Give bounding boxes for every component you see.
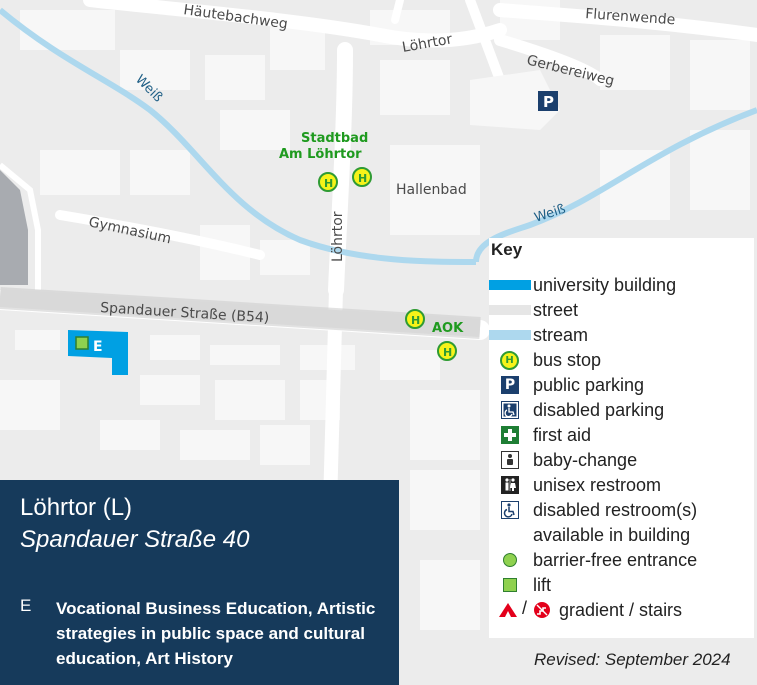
parking-icon: P [538, 91, 558, 111]
main-road-fill [0, 289, 481, 337]
legend-row-street: street [489, 298, 578, 323]
legend-row-disabled-restroom: disabled restroom(s) [489, 498, 697, 523]
legend-row-available-in-building: available in building [489, 523, 690, 548]
lift-icon [503, 578, 517, 592]
legend-label: baby-change [533, 450, 638, 470]
legend-label: lift [533, 575, 551, 595]
barrier-free-entrance-icon [503, 553, 517, 567]
disabled-parking-icon [501, 401, 519, 419]
unisex-restroom-icon [501, 476, 519, 494]
street-label-loehrtor-vertical: Löhrtor [330, 211, 346, 262]
street-label-flurenwende: Flurenwende [585, 6, 676, 28]
legend-row-baby-change: baby-change [489, 448, 637, 473]
university-swatch [489, 280, 531, 290]
svg-text:H: H [411, 314, 420, 327]
svg-text:H: H [358, 172, 367, 185]
location-title: Löhrtor (L) [20, 494, 133, 521]
legend-row-gradient-stairs: / gradient / stairs [489, 598, 682, 623]
legend-row-bus-stop: H bus stop [489, 348, 601, 373]
building-label-hallenbad: Hallenbad [396, 182, 467, 198]
legend-label: disabled parking [533, 400, 665, 420]
stream-swatch [489, 330, 531, 340]
legend-label: bus stop [533, 350, 602, 370]
map-legend: Key university building street stream H … [489, 238, 754, 638]
bus-stop-icon [405, 309, 425, 329]
legend-label: disabled restroom(s) [533, 500, 698, 520]
stop-label-aok: AOK [432, 321, 464, 336]
legend-label: available in building [533, 525, 691, 545]
legend-row-unisex-restroom: unisex restroom [489, 473, 661, 498]
building-letter-label: E [20, 596, 32, 615]
parking-area [470, 70, 560, 130]
gradient-separator: / [522, 598, 528, 618]
building-description: Vocational Business Education, Artistic … [56, 599, 376, 668]
legend-label: unisex restroom [533, 475, 662, 495]
stairs-icon [534, 602, 550, 618]
large-building [0, 170, 28, 285]
location-address: Spandauer Straße 40 [20, 526, 250, 553]
legend-title: Key [491, 240, 523, 259]
bus-stop-icon [352, 167, 372, 187]
legend-row-lift: lift [489, 573, 551, 598]
legend-label: public parking [533, 375, 645, 395]
svg-text:H: H [324, 177, 333, 190]
svg-text:H: H [443, 346, 452, 359]
bus-stop-icon [437, 341, 457, 361]
legend-label: stream [533, 325, 589, 345]
location-info-box: Löhrtor (L) Spandauer Straße 40 E Vocati… [0, 480, 399, 685]
bus-stop-icons: H H H H [318, 167, 457, 361]
revision-date: Revised: September 2024 [534, 650, 731, 669]
svg-text:P: P [543, 93, 554, 111]
first-aid-icon [501, 426, 519, 444]
bus-stop-icon [318, 172, 338, 192]
legend-label: university building [533, 275, 677, 295]
building-letter: E [93, 339, 103, 355]
legend-row-barrier-free: barrier-free entrance [489, 548, 697, 573]
legend-row-stream: stream [489, 323, 588, 348]
legend-label: street [533, 300, 579, 320]
legend-label: gradient / stairs [559, 600, 683, 620]
disabled-restroom-icon [501, 501, 519, 519]
street-left-curve [0, 162, 41, 290]
stop-label-am-loehrtor: Am Löhrtor [279, 147, 362, 162]
gradient-icon [499, 603, 517, 617]
baby-change-icon [501, 451, 519, 469]
lift-icon [75, 336, 89, 350]
legend-row-public-parking: P public parking [489, 373, 644, 398]
legend-label: first aid [533, 425, 592, 445]
bus-stop-icon: H [500, 351, 519, 370]
legend-label: barrier-free entrance [533, 550, 698, 570]
parking-icon: P [501, 376, 519, 394]
street-swatch [489, 305, 531, 315]
legend-row-university: university building [489, 273, 676, 298]
legend-row-first-aid: first aid [489, 423, 591, 448]
stop-label-stadtbad: Stadtbad [301, 131, 368, 146]
legend-row-disabled-parking: disabled parking [489, 398, 664, 423]
stream-main [0, 7, 477, 265]
